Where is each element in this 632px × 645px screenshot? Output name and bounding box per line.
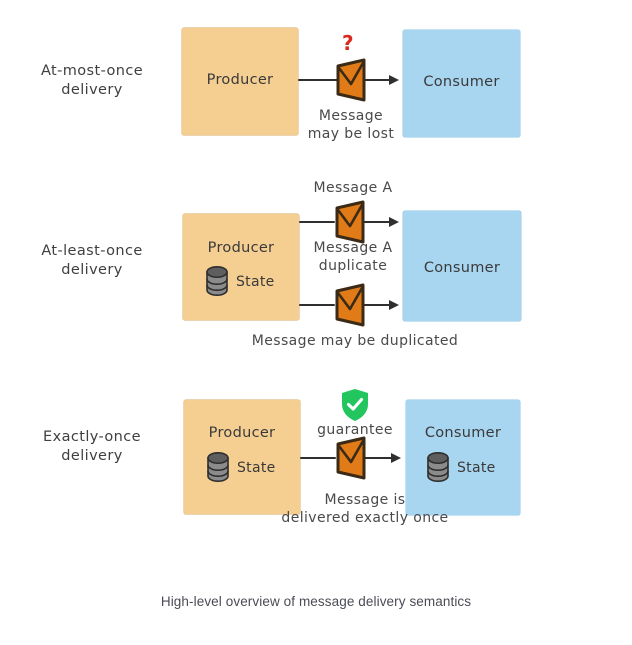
arrow-line-2bot-a	[299, 304, 335, 307]
producer-box-exactly-once: Producer State	[184, 400, 300, 514]
producer-state-label: State	[237, 460, 276, 477]
row-at-least-once: At-least-once delivery Producer State	[0, 170, 632, 360]
shield-check-icon	[340, 388, 370, 422]
annotation-at-least-once: Message may be duplicated	[251, 333, 459, 349]
message-label-a-duplicate: Message A duplicate	[313, 240, 393, 274]
message-label-guarantee: guarantee	[317, 422, 393, 438]
arrow-line-3b	[362, 457, 394, 460]
arrow-line-2top-a	[299, 221, 335, 224]
arrow-head-3	[391, 452, 401, 463]
arrow-line-2bot-b	[361, 304, 392, 307]
producer-box-at-most-once: Producer	[182, 28, 298, 135]
consumer-box-at-least-once: Consumer	[403, 211, 521, 321]
row-label-exactly-once: Exactly-once delivery	[43, 429, 141, 464]
producer-title: Producer	[208, 425, 276, 441]
database-icon	[205, 266, 229, 300]
producer-state-row: State	[205, 266, 275, 300]
consumer-title: Consumer	[423, 74, 500, 90]
envelope-icon	[335, 436, 367, 480]
consumer-state-row: State	[426, 452, 496, 486]
database-icon	[426, 452, 450, 486]
consumer-box-at-most-once: Consumer	[403, 30, 520, 137]
producer-box-at-least-once: Producer State	[183, 214, 299, 320]
producer-state-label: State	[236, 274, 275, 291]
arrow-head-2bot	[389, 299, 399, 310]
message-label-a: Message A	[313, 180, 393, 196]
arrow-head-1	[389, 74, 399, 85]
consumer-title: Consumer	[423, 260, 501, 276]
consumer-state-label: State	[457, 460, 496, 477]
arrow-head-2top	[389, 216, 399, 227]
row-label-at-most-once: At-most-once delivery	[40, 63, 144, 98]
producer-title: Producer	[206, 72, 274, 88]
consumer-box-exactly-once: Consumer State	[406, 400, 520, 515]
arrow-line-1a	[298, 79, 342, 82]
row-exactly-once: Exactly-once delivery Producer State	[0, 360, 632, 560]
database-icon	[206, 452, 230, 486]
envelope-icon	[334, 283, 366, 327]
annotation-exactly-once: Message is delivered exactly once	[281, 492, 449, 526]
consumer-title: Consumer	[424, 425, 502, 441]
arrow-line-2top-b	[361, 221, 392, 224]
question-mark-icon: ?	[342, 31, 354, 55]
envelope-icon	[335, 58, 367, 102]
envelope-icon	[334, 200, 366, 244]
producer-state-row: State	[206, 452, 276, 486]
row-label-at-least-once: At-least-once delivery	[41, 243, 143, 278]
annotation-at-most-once: Message may be lost	[307, 108, 395, 142]
arrow-line-1b	[362, 79, 392, 82]
figure-caption: High-level overview of message delivery …	[160, 594, 472, 609]
row-at-most-once: At-most-once delivery Producer Consumer …	[0, 0, 632, 170]
producer-title: Producer	[207, 240, 275, 256]
arrow-line-3a	[300, 457, 336, 460]
